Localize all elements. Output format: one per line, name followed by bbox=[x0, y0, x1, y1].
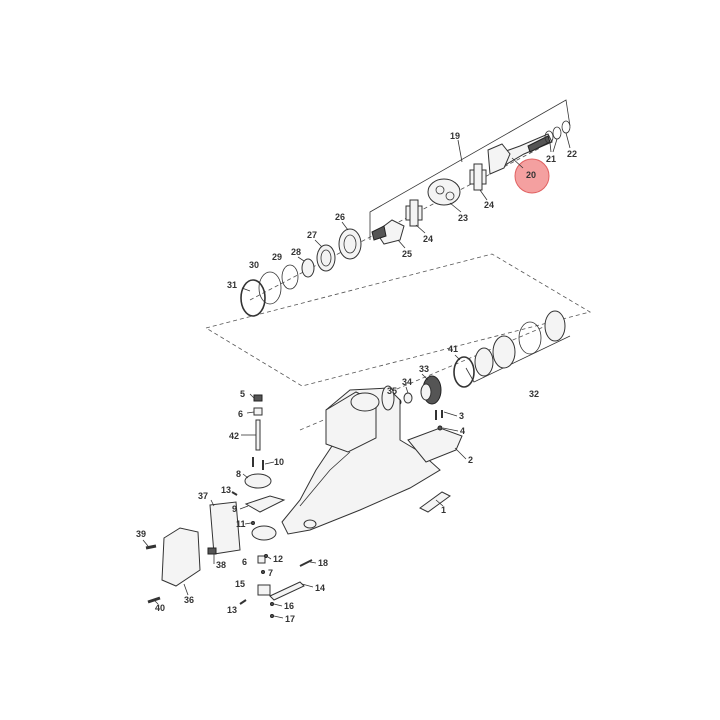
part-32-bearing-set[interactable] bbox=[474, 310, 566, 377]
leader-19 bbox=[457, 139, 463, 163]
label-36: 36 bbox=[184, 595, 194, 605]
part-22-ring bbox=[561, 120, 571, 134]
part-21-oring-a bbox=[544, 130, 554, 144]
label-33: 33 bbox=[419, 364, 429, 374]
label-27: 27 bbox=[307, 230, 317, 240]
part-33-pinion-gear[interactable] bbox=[420, 375, 442, 405]
part-29-washer bbox=[281, 264, 299, 290]
label-18: 18 bbox=[318, 558, 328, 568]
label-39: 39 bbox=[136, 529, 146, 539]
part-2-plate[interactable] bbox=[407, 427, 463, 463]
part-7-pin bbox=[261, 570, 265, 574]
label-7: 7 bbox=[268, 568, 273, 578]
label-20[interactable]: 20 bbox=[526, 170, 536, 180]
label-16: 16 bbox=[284, 601, 294, 611]
part-34-washer bbox=[403, 392, 413, 404]
part-6-bushing-lower bbox=[257, 555, 266, 564]
part-plate-lower bbox=[251, 525, 277, 541]
highlight-circle-20[interactable] bbox=[514, 158, 550, 194]
label-31: 31 bbox=[227, 280, 237, 290]
part-5-cap bbox=[253, 394, 263, 402]
label-14: 14 bbox=[315, 583, 325, 593]
part-16-nut bbox=[270, 602, 274, 606]
part-26-bearing[interactable] bbox=[338, 228, 362, 260]
label-6: 6 bbox=[238, 409, 243, 419]
label-42: 42 bbox=[229, 431, 239, 441]
label-17: 17 bbox=[285, 614, 295, 624]
part-27-bearing-race[interactable] bbox=[316, 244, 336, 272]
part-28-shim bbox=[301, 258, 315, 278]
label-34: 34 bbox=[402, 377, 412, 387]
part-24-ujoint-lower[interactable] bbox=[405, 199, 423, 227]
part-21-oring-b bbox=[552, 126, 562, 140]
label-12: 12 bbox=[273, 554, 283, 564]
label-10: 10 bbox=[274, 457, 284, 467]
label-24: 24 bbox=[423, 234, 433, 244]
label-35: 35 bbox=[387, 386, 397, 396]
label-29: 29 bbox=[272, 252, 282, 262]
part-13-pin-upper bbox=[231, 491, 238, 496]
label-5: 5 bbox=[240, 389, 245, 399]
part-41-ring bbox=[453, 356, 475, 388]
label-26: 26 bbox=[335, 212, 345, 222]
label-41: 41 bbox=[448, 344, 458, 354]
group-32-bracket bbox=[465, 335, 571, 383]
leader-lines bbox=[142, 132, 571, 619]
label-22: 22 bbox=[567, 149, 577, 159]
part-36-cover[interactable] bbox=[161, 527, 201, 587]
label-30: 30 bbox=[249, 260, 259, 270]
label-28: 28 bbox=[291, 247, 301, 257]
label-38: 38 bbox=[216, 560, 226, 570]
part-14-rod[interactable] bbox=[269, 581, 305, 601]
label-21: 21 bbox=[546, 154, 556, 164]
label-9: 9 bbox=[232, 504, 237, 514]
gearcase-housing[interactable] bbox=[281, 385, 441, 535]
part-13-pin-lower bbox=[239, 599, 247, 605]
part-9-plate[interactable] bbox=[244, 495, 286, 513]
part-24-ujoint-upper[interactable] bbox=[469, 163, 487, 191]
label-13: 13 bbox=[221, 485, 231, 495]
part-17-washer bbox=[270, 614, 274, 618]
label-2: 2 bbox=[468, 455, 473, 465]
part-42-pin bbox=[255, 419, 261, 451]
label-32: 32 bbox=[529, 389, 539, 399]
label-24: 24 bbox=[484, 200, 494, 210]
label-4: 4 bbox=[460, 426, 465, 436]
label-15: 15 bbox=[235, 579, 245, 589]
part-4-washer bbox=[437, 425, 443, 431]
label-25: 25 bbox=[402, 249, 412, 259]
label-6-lower: 6 bbox=[242, 557, 247, 567]
part-38-plug bbox=[207, 547, 217, 555]
part-8-bracket[interactable] bbox=[244, 473, 272, 489]
part-11-pin bbox=[251, 521, 255, 525]
label-40: 40 bbox=[155, 603, 165, 613]
label-11: 11 bbox=[236, 519, 246, 529]
label-13-lower: 13 bbox=[227, 605, 237, 615]
part-1-anode[interactable] bbox=[419, 491, 451, 513]
label-19: 19 bbox=[450, 131, 460, 141]
part-30-ring bbox=[258, 271, 282, 305]
label-23: 23 bbox=[458, 213, 468, 223]
part-37-gasket bbox=[209, 501, 241, 555]
part-25-yoke[interactable] bbox=[371, 219, 405, 245]
part-39-screw bbox=[145, 544, 157, 550]
part-23-coupler[interactable] bbox=[427, 178, 461, 206]
part-18-link bbox=[299, 559, 313, 567]
part-31-ring bbox=[240, 279, 266, 317]
label-37: 37 bbox=[198, 491, 208, 501]
part-12-nut bbox=[264, 554, 268, 558]
part-15-block[interactable] bbox=[257, 584, 271, 596]
part-6-bushing bbox=[253, 407, 263, 416]
group-19-bracket bbox=[369, 99, 571, 240]
label-8: 8 bbox=[236, 469, 241, 479]
axis-line-2 bbox=[299, 319, 561, 431]
label-1: 1 bbox=[441, 505, 446, 515]
part-20-shaft[interactable] bbox=[487, 133, 553, 175]
group-32-dashed-box bbox=[204, 253, 592, 387]
label-3: 3 bbox=[459, 411, 464, 421]
